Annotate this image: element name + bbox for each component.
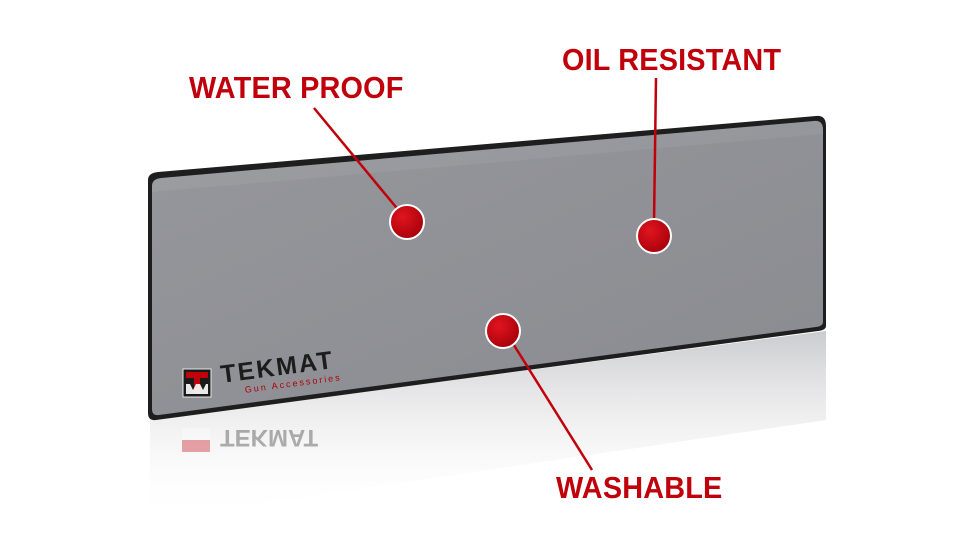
oil-resistant-leader-line (652, 77, 658, 225)
svg-text:TEKMAT: TEKMAT (220, 424, 319, 451)
water-proof-label: WATER PROOF (189, 70, 404, 105)
washable-marker (485, 313, 521, 349)
oil-resistant-marker (636, 218, 672, 254)
washable-label: WASHABLE (556, 470, 723, 505)
water-proof-marker (389, 204, 425, 240)
callout-dots (389, 204, 672, 349)
callout-lines (313, 77, 658, 471)
oil-resistant-label: OIL RESISTANT (562, 42, 782, 77)
logo-reflection: TEKMAT (182, 424, 319, 452)
mat-reflection: TEKMAT (150, 331, 826, 520)
water-proof-leader-line (313, 107, 401, 213)
washable-leader-line (510, 341, 594, 471)
tekmat-logo-icon (182, 368, 212, 398)
